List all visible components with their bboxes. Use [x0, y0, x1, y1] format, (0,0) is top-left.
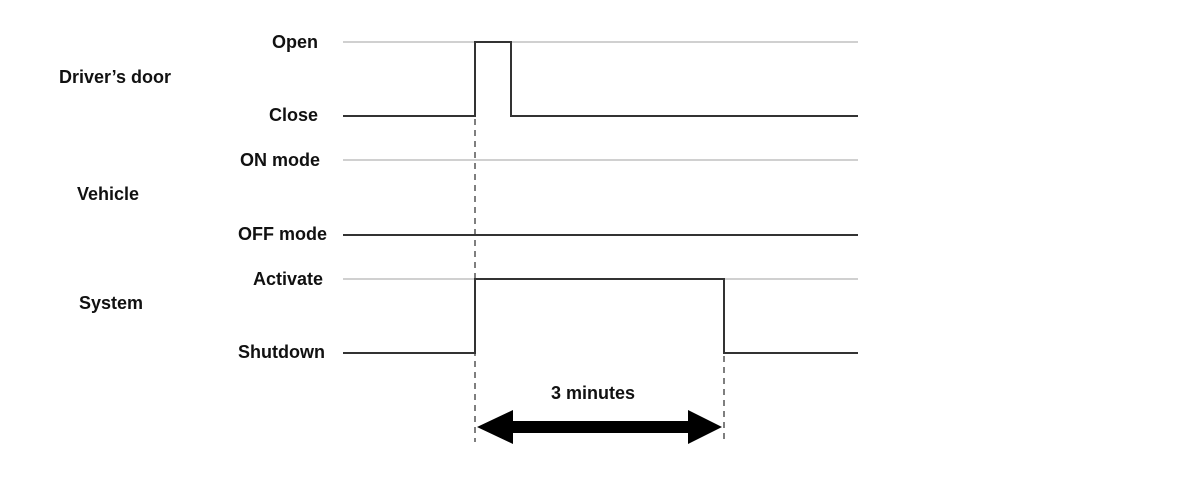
signal-driver-door [343, 41, 858, 117]
group-title-system: System [79, 293, 143, 313]
level-label-on-mode: ON mode [240, 150, 320, 170]
level-label-open: Open [272, 32, 318, 52]
duration-arrow [477, 410, 722, 444]
level-label-shutdown: Shutdown [238, 342, 325, 362]
level-label-close: Close [269, 105, 318, 125]
signal-system [343, 278, 858, 354]
group-title-vehicle: Vehicle [77, 184, 139, 204]
group-title-driver-door: Driver’s door [59, 67, 171, 87]
level-label-off-mode: OFF mode [238, 224, 327, 244]
level-label-activate: Activate [253, 269, 323, 289]
duration-label: 3 minutes [551, 383, 635, 403]
